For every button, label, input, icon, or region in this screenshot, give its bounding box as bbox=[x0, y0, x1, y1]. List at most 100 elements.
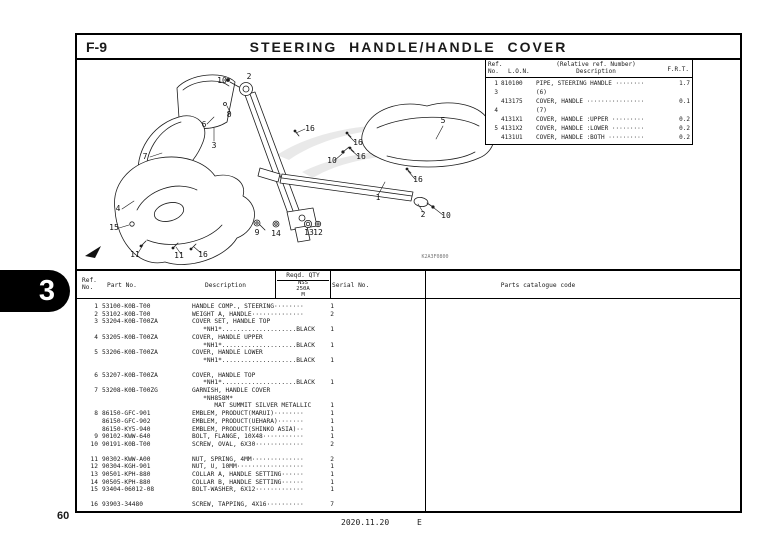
cell-description: BOLT, FLANGE, 10X48··········· bbox=[192, 433, 304, 441]
cell-qty bbox=[322, 334, 334, 342]
cell-qty: 1 bbox=[330, 486, 334, 494]
cell-ref: 12 bbox=[90, 463, 98, 471]
callout: 11 bbox=[130, 250, 140, 259]
cell-qty: 1 bbox=[330, 471, 334, 479]
cell-desc: (6) bbox=[536, 89, 547, 96]
callout: 10 bbox=[441, 211, 451, 220]
fastener-icons bbox=[129, 78, 435, 251]
title-bar: F-9 STEERING HANDLE/HANDLE COVER bbox=[77, 35, 740, 60]
cell-ref bbox=[84, 357, 98, 365]
cell-description: COLLAR B, HANDLE SETTING······ bbox=[192, 478, 304, 486]
callout: 2 bbox=[421, 210, 426, 219]
cell-qty: 1 bbox=[330, 356, 334, 364]
cell-ref: 10 bbox=[90, 440, 98, 448]
cell-ref bbox=[488, 115, 498, 124]
cell-ref: 6 bbox=[94, 371, 98, 379]
cell-part-no: 90501-KPH-880 bbox=[102, 471, 151, 479]
footer-date: 2020.11.20 bbox=[341, 518, 390, 527]
qty-col-header: Reqd. QTY bbox=[277, 272, 329, 281]
cell-description: WEIGHT A, HANDLE·············· bbox=[192, 310, 304, 318]
part-no-col-header: Part No. bbox=[107, 282, 137, 289]
cell-ref bbox=[84, 395, 98, 403]
cell-ref bbox=[84, 402, 98, 410]
cell-description: BOLT-WASHER, 6X12············· bbox=[192, 486, 304, 494]
table-row: 3(6) bbox=[488, 88, 690, 97]
callout: 15 bbox=[109, 223, 119, 232]
cell-desc: COVER, HANDLE ················ bbox=[536, 98, 645, 105]
cell-part-no: 93903-34480 bbox=[102, 501, 143, 509]
cell-part-no bbox=[98, 402, 192, 410]
cell-qty: 1 bbox=[330, 425, 334, 433]
cell-part-no bbox=[98, 342, 192, 350]
cell-part-no: 90191-K0B-T00 bbox=[102, 440, 151, 448]
cell-description: COLLAR A, HANDLE SETTING······ bbox=[192, 471, 304, 479]
leader-lines bbox=[118, 105, 444, 255]
cell-lon bbox=[501, 106, 533, 115]
chapter-tab: 3 bbox=[0, 270, 70, 312]
reference-table-header: Ref. No. L.O.N. (Relative ref. Number)De… bbox=[486, 60, 692, 78]
callout: 2 bbox=[247, 72, 252, 81]
callout: 16 bbox=[198, 250, 208, 259]
cell-description: EMBLEM, PRODUCT(MARUI)········ bbox=[192, 410, 304, 418]
table-row: *NH1*....................BLACK 1 bbox=[84, 357, 740, 365]
cell-ref: 3 bbox=[94, 318, 98, 326]
cell-part-no: 90505-KPH-880 bbox=[102, 478, 151, 486]
handle-upper-cover bbox=[361, 102, 495, 168]
cell-part-no: 53205-K0B-T00ZA bbox=[102, 333, 158, 341]
handle-lower-cover bbox=[114, 156, 255, 265]
cell-frt bbox=[675, 106, 690, 115]
handlebar bbox=[257, 167, 429, 207]
table-row: 4(7) bbox=[488, 106, 690, 115]
parts-diagram-drawing: 10 2 16 8 6 3 7 16 16 10 5 16 1 2 10 4 1… bbox=[85, 72, 495, 265]
cell-description: *NH1*....................BLACK bbox=[192, 326, 315, 334]
cell-part-no: 86150-GFC-901 bbox=[102, 410, 151, 418]
cell-ref: 5 bbox=[494, 125, 498, 132]
cell-part-no: 53100-K0B-T00 bbox=[102, 303, 151, 310]
cell-desc: COVER, HANDLE :LOWER ········· bbox=[536, 125, 645, 132]
cell-qty: 1 bbox=[330, 410, 334, 418]
ref-col-header: Ref. No. bbox=[82, 277, 97, 291]
callout-labels: 10 2 16 8 6 3 7 16 16 10 5 16 1 2 10 4 1… bbox=[109, 72, 451, 260]
cell-lon bbox=[501, 88, 533, 97]
callout: 16 bbox=[413, 175, 423, 184]
cell-ref bbox=[84, 342, 98, 350]
cell-ref bbox=[84, 326, 98, 334]
cell-lon: 4131U1 bbox=[501, 134, 523, 141]
callout: 1 bbox=[376, 193, 381, 202]
table-row: 12 90304-KGH-901 NUT, U, 10MM·············… bbox=[84, 463, 740, 471]
cell-description: NUT, U, 10MM·················· bbox=[192, 463, 304, 471]
cell-part-no: 53206-K0B-T00ZA bbox=[102, 349, 158, 357]
cell-part-no: 90304-KGH-901 bbox=[102, 463, 151, 471]
cell-part-no bbox=[98, 326, 192, 334]
cell-description: *NH1*....................BLACK bbox=[192, 356, 315, 364]
cell-frt: 1.7 bbox=[679, 80, 690, 87]
cell-part-no: 90302-KWW-A00 bbox=[102, 455, 151, 463]
callout: 16 bbox=[356, 152, 366, 161]
parts-table-body: 1 53100-K0B-T00 HANDLE COMP., STEERING····… bbox=[77, 299, 740, 509]
table-row: *NH858M* bbox=[84, 395, 740, 403]
cell-description: COVER SET, HANDLE TOP bbox=[192, 318, 271, 326]
cell-description: HANDLE COMP., STEERING········ bbox=[192, 303, 304, 310]
cell-qty: 1 bbox=[330, 463, 334, 471]
cell-part-no: 53207-K0B-T00ZA bbox=[102, 371, 158, 379]
header-tick bbox=[275, 271, 276, 298]
callout: 14 bbox=[271, 229, 281, 238]
cell-qty: 7 bbox=[330, 501, 334, 509]
cell-description: *NH1*....................BLACK bbox=[192, 341, 315, 349]
ref-col-header: Ref. No. bbox=[488, 61, 503, 75]
page-number: 60 bbox=[57, 510, 70, 522]
section-code: F-9 bbox=[86, 39, 107, 55]
cell-frt: 0.2 bbox=[679, 116, 690, 123]
cell-ref: 1 bbox=[494, 80, 498, 87]
callout: 10 bbox=[217, 76, 227, 85]
